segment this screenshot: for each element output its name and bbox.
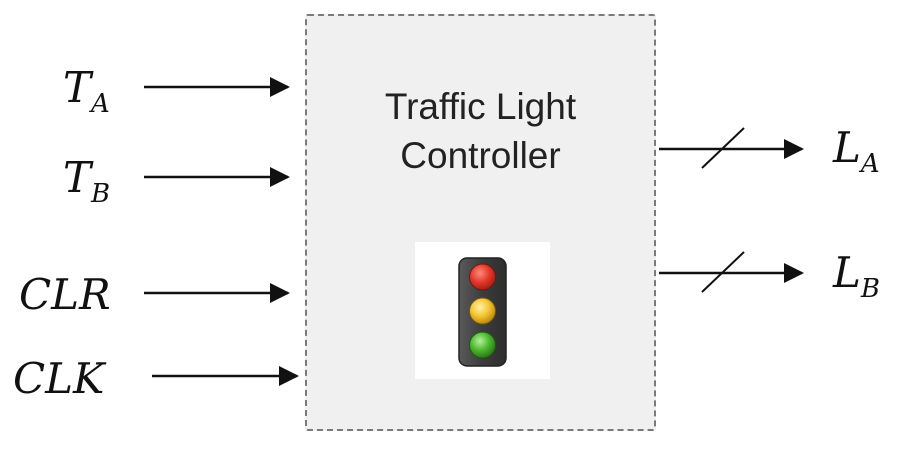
output-bus-slash-lb <box>701 251 745 293</box>
output-label-lb-sub: B <box>860 274 880 304</box>
input-label-clk: CLK <box>13 354 107 403</box>
controller-title-line1: Traffic Light <box>384 86 577 127</box>
traffic-light-icon <box>458 257 507 367</box>
controller-title: Traffic Light Controller <box>305 82 656 180</box>
output-bus-slash-la <box>701 127 745 169</box>
output-label-la-sub: A <box>859 149 880 179</box>
input-label-ta-sub: A <box>89 89 110 119</box>
input-label-tb: TB <box>63 153 110 209</box>
red-lamp <box>469 263 496 291</box>
yellow-lamp <box>469 297 496 325</box>
traffic-light-icon-box <box>415 242 550 379</box>
green-lamp <box>469 331 496 359</box>
controller-title-line2: Controller <box>400 135 561 176</box>
output-label-la: LA <box>832 123 880 179</box>
input-label-tb-sub: B <box>90 179 110 209</box>
input-label-clr: CLR <box>19 270 111 319</box>
output-label-lb: LB <box>832 248 880 304</box>
input-label-ta: TA <box>63 63 110 119</box>
